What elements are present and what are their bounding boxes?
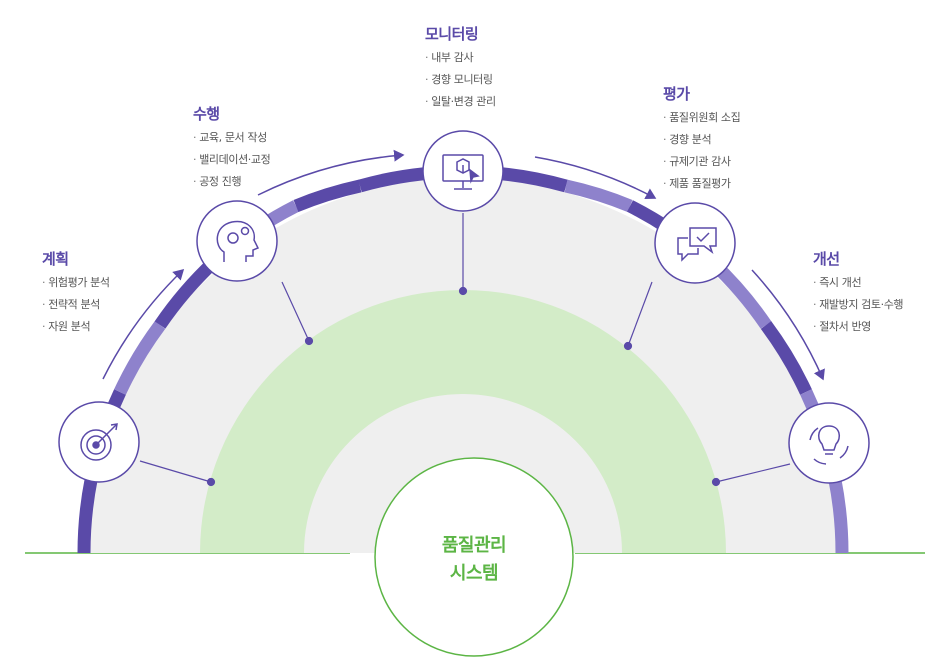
node-do	[196, 200, 278, 282]
center-label: 품질관리 시스템	[392, 532, 556, 588]
arrow-plan-to-do	[102, 268, 185, 380]
stage-title-plan: 계획	[42, 250, 69, 268]
stage-title-improve: 개선	[813, 250, 840, 268]
list-item: 제품 품질평가	[663, 173, 740, 195]
stage-items-do: 교육, 문서 작성 밸리데이션·교정 공정 진행	[193, 127, 271, 193]
stage-title-monitor: 모니터링	[425, 25, 479, 43]
stage-items-plan: 위험평가 분석 전략적 분석 자원 분석	[42, 272, 110, 338]
stage-items-improve: 즉시 개선 재발방지 검토·수행 절차서 반영	[813, 272, 903, 338]
node-evaluate	[654, 202, 736, 284]
head-gears-icon	[216, 220, 260, 262]
list-item: 즉시 개선	[813, 272, 903, 294]
node-improve	[788, 402, 870, 484]
green-arch	[200, 290, 726, 553]
list-item: 규제기관 감사	[663, 151, 740, 173]
monitor-cursor-icon	[442, 154, 484, 190]
list-item: 내부 감사	[425, 47, 496, 69]
list-item: 위험평가 분석	[42, 272, 110, 294]
list-item: 자원 분석	[42, 316, 110, 338]
list-item: 밸리데이션·교정	[193, 149, 271, 171]
center-label-line2: 시스템	[449, 563, 499, 584]
stage-title-evaluate: 평가	[663, 85, 690, 103]
stage-items-monitor: 내부 감사 경향 모니터링 일탈·변경 관리	[425, 47, 496, 113]
chat-check-icon	[677, 227, 717, 262]
node-plan	[58, 401, 140, 483]
list-item: 교육, 문서 작성	[193, 127, 270, 149]
stage-title-do: 수행	[193, 105, 220, 123]
arrow-evaluate-to-improve	[751, 269, 825, 381]
list-item: 일탈·변경 관리	[425, 91, 496, 113]
connectors	[139, 213, 791, 487]
list-item: 품질위원회 소집	[663, 107, 741, 129]
center-circle	[374, 457, 574, 657]
stage-items-evaluate: 품질위원회 소집 경향 분석 규제기관 감사 제품 품질평가	[663, 107, 741, 195]
list-item: 경향 모니터링	[425, 69, 496, 91]
node-monitor	[422, 130, 504, 212]
target-icon	[80, 423, 118, 461]
list-item: 재발방지 검토·수행	[813, 294, 903, 316]
list-item: 전략적 분석	[42, 294, 110, 316]
arrow-do-to-monitor	[257, 149, 405, 196]
flow-arrows	[102, 149, 825, 381]
arrow-monitor-to-evaluate	[534, 156, 657, 200]
center-label-line1: 품질관리	[441, 535, 507, 556]
lightbulb-cycle-icon	[809, 425, 849, 465]
list-item: 절차서 반영	[813, 316, 903, 338]
list-item: 경향 분석	[663, 129, 740, 151]
list-item: 공정 진행	[193, 171, 270, 193]
